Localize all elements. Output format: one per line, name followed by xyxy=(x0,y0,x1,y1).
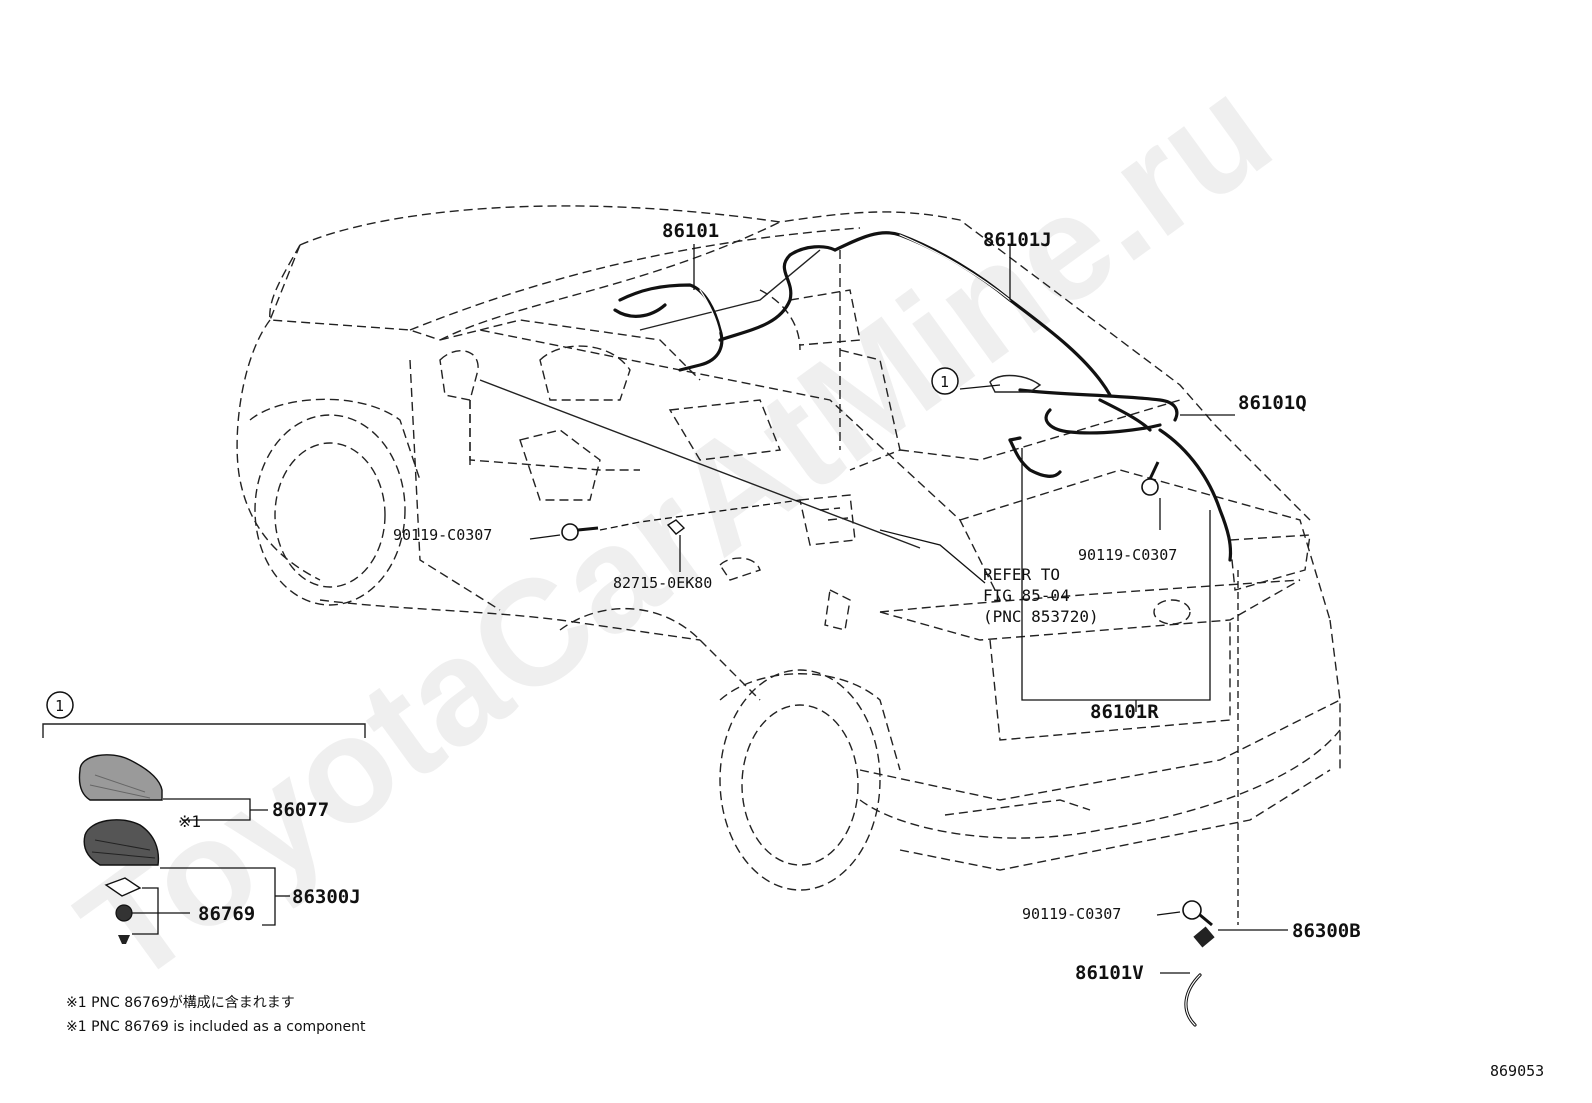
label-86769[interactable]: 86769 xyxy=(198,903,255,925)
label-86101R[interactable]: 86101R xyxy=(1090,701,1159,723)
inset-callout-label: 1 xyxy=(55,697,64,715)
label-clip[interactable]: 82715-0EK80 xyxy=(613,574,712,592)
antenna-assembly-86300J[interactable] xyxy=(83,819,160,866)
nut-86769[interactable] xyxy=(115,904,133,922)
reference-line-1: REFER TO xyxy=(983,565,1060,584)
label-bolt-mid[interactable]: 90119-C0307 xyxy=(1078,546,1177,564)
screw-86769[interactable] xyxy=(118,935,130,944)
reference-line-3: (PNC 853720) xyxy=(983,607,1099,626)
label-86101[interactable]: 86101 xyxy=(662,220,719,242)
label-86300J[interactable]: 86300J xyxy=(292,886,361,908)
label-bolt-left[interactable]: 90119-C0307 xyxy=(393,526,492,544)
harness-86101J[interactable] xyxy=(833,231,1112,397)
svg-text:1: 1 xyxy=(940,373,949,391)
label-86300B[interactable]: 86300B xyxy=(1292,920,1361,942)
antenna-cover-86077[interactable] xyxy=(78,754,163,801)
bolt-icon xyxy=(561,523,599,541)
harness-86101R[interactable] xyxy=(1008,436,1062,478)
vehicle-outline xyxy=(236,205,1341,891)
harness-86101Q[interactable] xyxy=(1018,388,1233,562)
reference-line-2: FIG 85-04 xyxy=(983,586,1070,605)
harness-86101[interactable] xyxy=(613,245,837,372)
note-japanese: ※1 PNC 86769が構成に含まれます xyxy=(66,995,295,1011)
label-86077[interactable]: 86077 xyxy=(272,799,329,821)
clip-icon xyxy=(666,519,686,535)
inset-callout-marker xyxy=(46,691,74,719)
figure-number: 869053 xyxy=(1490,1062,1544,1080)
detail-inset: 1 86077 ※1 86300J 86769 xyxy=(42,691,366,944)
bolt-icon xyxy=(1141,461,1160,496)
callout-marker[interactable]: 1 xyxy=(931,367,959,395)
reference-note[interactable]: REFER TO FIG 85-04 (PNC 853720) xyxy=(983,565,1099,626)
roof-antenna-outline[interactable] xyxy=(989,374,1042,393)
label-86101Q[interactable]: 86101Q xyxy=(1238,392,1307,414)
note-english: ※1 PNC 86769 is included as a component xyxy=(66,1019,366,1035)
connector-86300B[interactable] xyxy=(1193,926,1215,948)
label-bolt-bottom[interactable]: 90119-C0307 xyxy=(1022,905,1121,923)
bolt-icon xyxy=(1182,900,1213,927)
label-86101J[interactable]: 86101J xyxy=(983,229,1052,251)
gasket-86769[interactable] xyxy=(104,877,142,897)
footnote-mark: ※1 xyxy=(178,812,201,831)
label-86101V[interactable]: 86101V xyxy=(1075,962,1144,984)
